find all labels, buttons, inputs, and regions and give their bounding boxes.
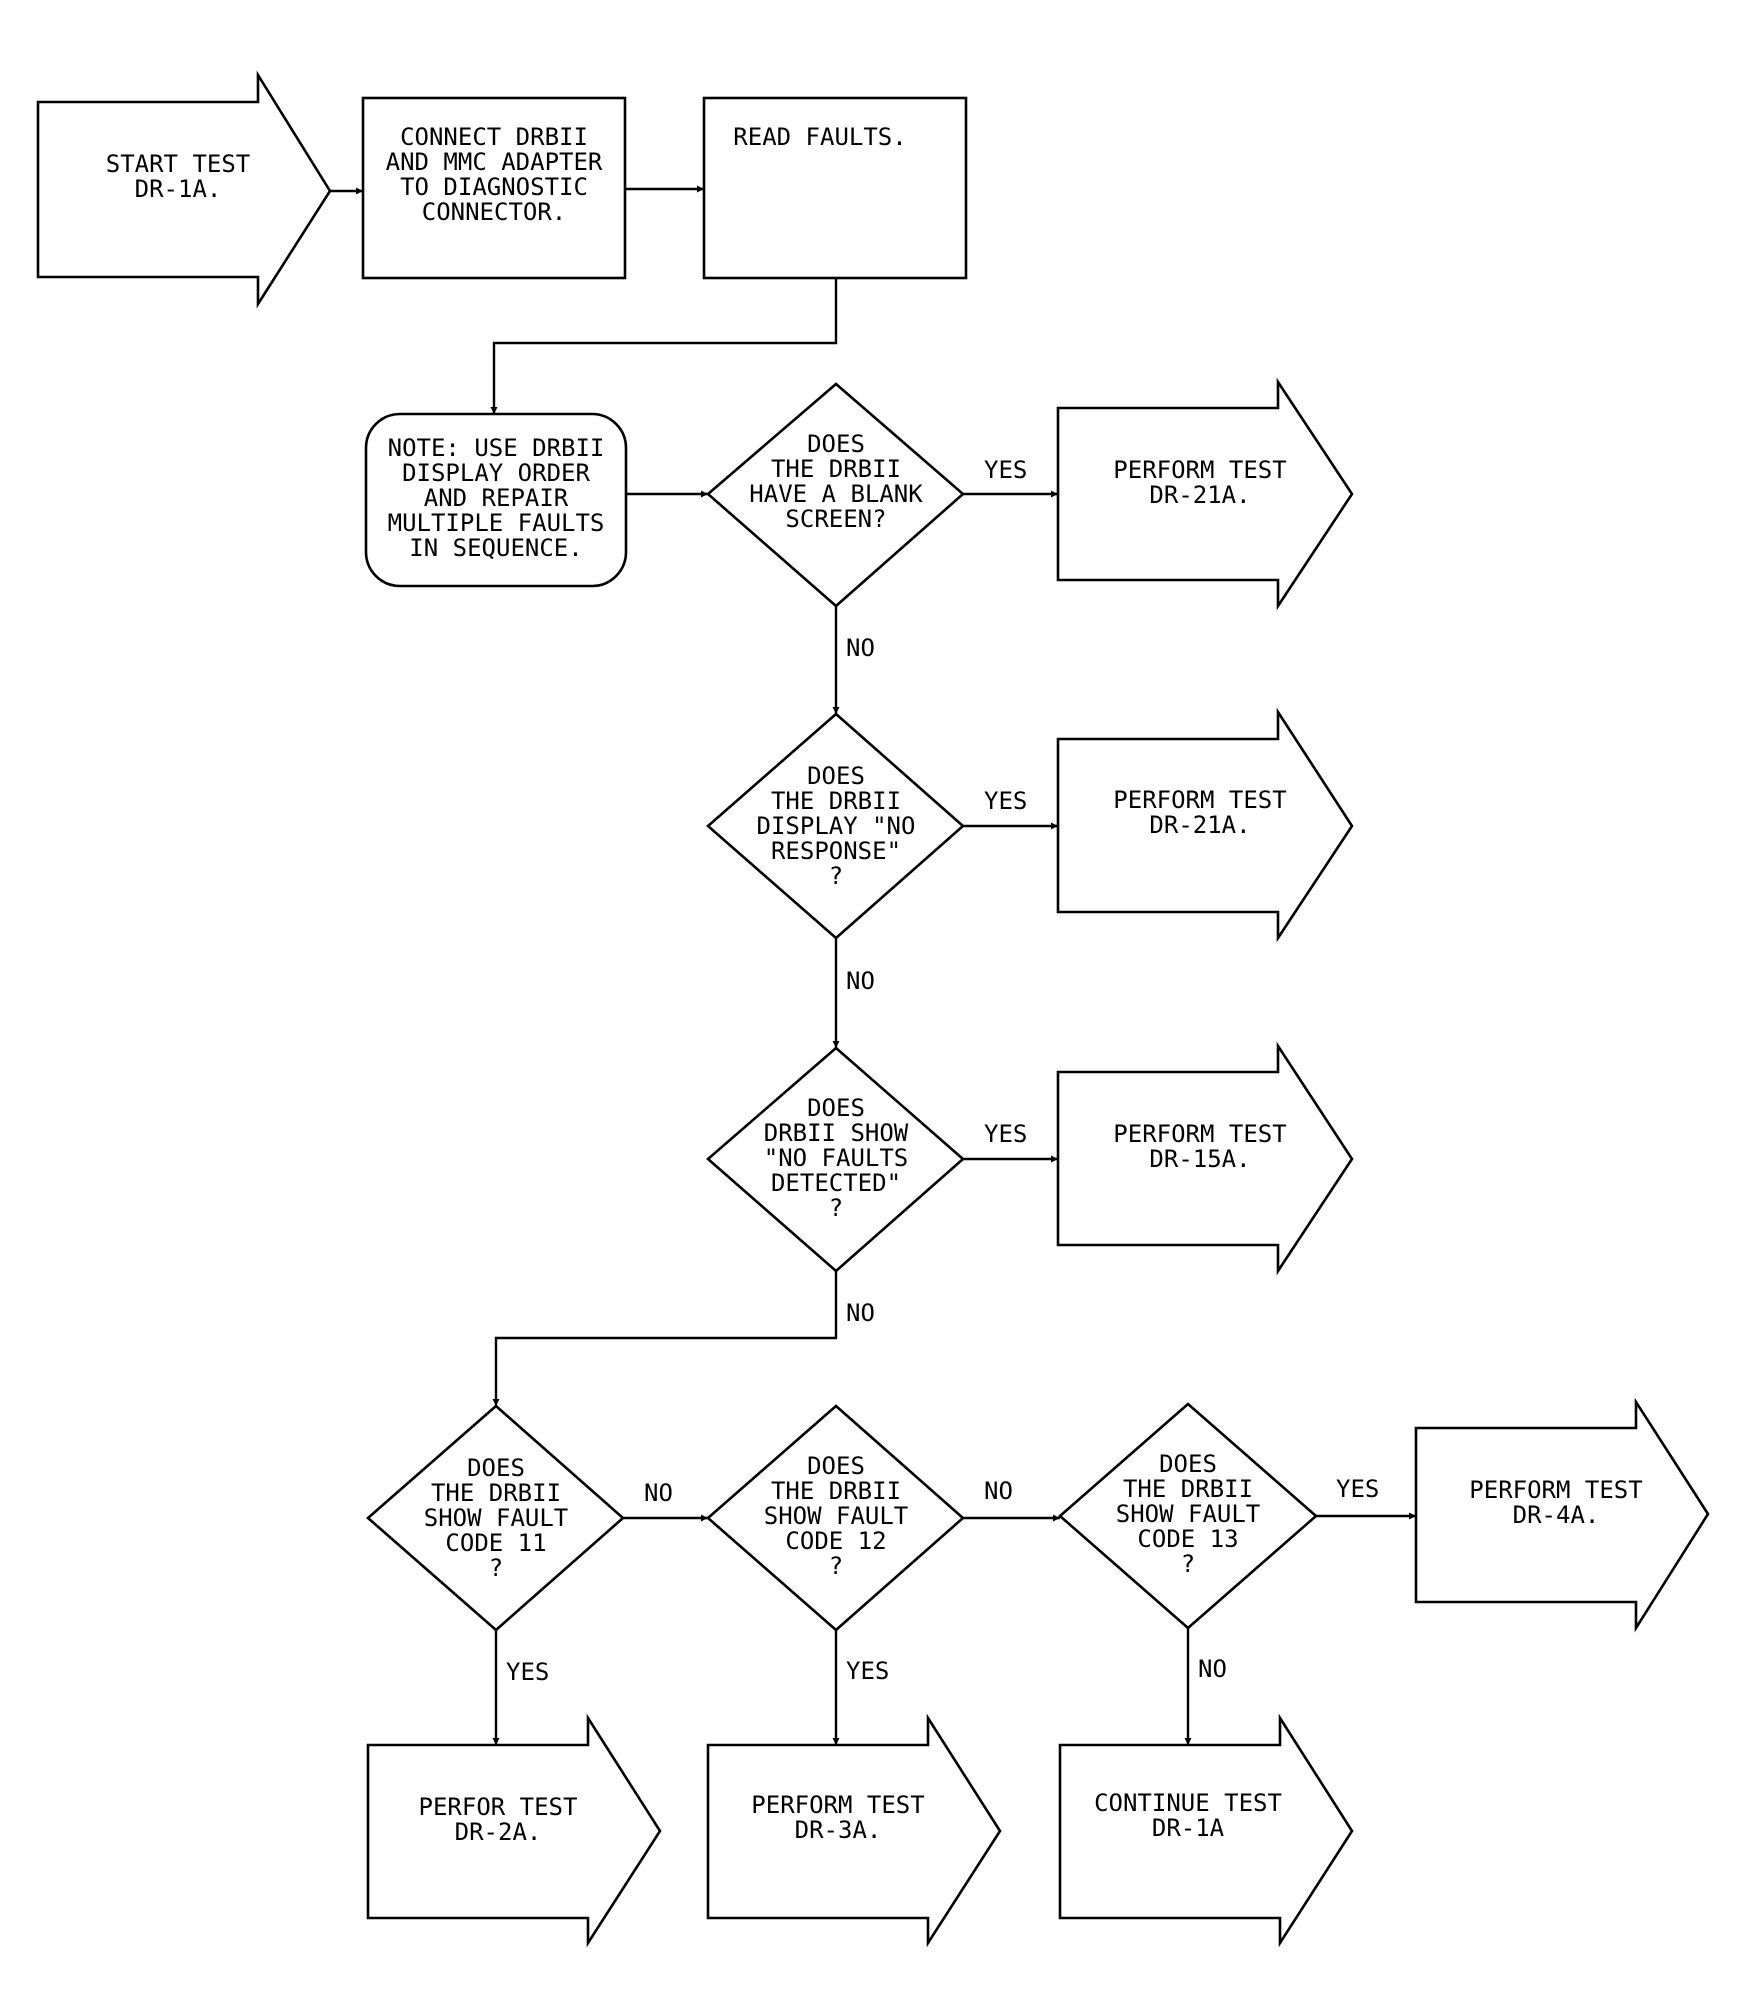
d3-line-3: "NO FAULTS: [764, 1144, 909, 1172]
p6-line-1: PERFORM TEST: [1469, 1476, 1642, 1504]
p3-line-2: DR-15A.: [1149, 1145, 1250, 1173]
c1-line-2: DR-1A: [1152, 1814, 1225, 1842]
connect-line-2: AND MMC ADAPTER: [386, 148, 603, 176]
note-line-5: IN SEQUENCE.: [409, 534, 582, 562]
start-line-2: DR-1A.: [135, 175, 222, 203]
edge-label-d2-no: NO: [846, 967, 875, 995]
d6-line-3: SHOW FAULT: [1116, 1500, 1261, 1528]
p4-line-1: PERFOR TEST: [419, 1793, 578, 1821]
edge-label-d5-no: NO: [984, 1477, 1013, 1505]
d2-line-2: THE DRBII: [771, 787, 901, 815]
start-terminal-arrow: [36, 70, 332, 309]
edge-label-d5-yes: YES: [846, 1657, 889, 1685]
connector-read-to-note: [490, 278, 838, 414]
p5-line-2: DR-3A.: [795, 1816, 882, 1844]
note-line-4: MULTIPLE FAULTS: [388, 509, 605, 537]
d3-line-2: DRBII SHOW: [764, 1119, 909, 1147]
read-line-1: READ FAULTS.: [733, 123, 906, 151]
d5-line-5: ?: [829, 1552, 843, 1580]
edge-label-d4-no: NO: [644, 1479, 673, 1507]
edge-label-d1-yes: YES: [984, 456, 1027, 484]
edge-label-d3-no: NO: [846, 1299, 875, 1327]
p2-line-2: DR-21A.: [1149, 811, 1250, 839]
edge-label-d6-no: NO: [1198, 1655, 1227, 1683]
d4-line-3: SHOW FAULT: [424, 1504, 569, 1532]
d4-line-2: THE DRBII: [431, 1479, 561, 1507]
c1-line-1: CONTINUE TEST: [1094, 1789, 1282, 1817]
d3-line-5: ?: [829, 1194, 843, 1222]
note-line-1: NOTE: USE DRBII: [388, 434, 605, 462]
start-line-1: START TEST: [106, 150, 251, 178]
perform-test-dr4a-arrow: [1414, 1397, 1710, 1633]
d2-line-4: RESPONSE": [771, 837, 901, 865]
edge-label-d2-yes: YES: [984, 787, 1027, 815]
edge-label-d4-yes: YES: [506, 1658, 549, 1686]
d5-line-4: CODE 12: [785, 1527, 886, 1555]
edge-label-d3-yes: YES: [984, 1120, 1027, 1148]
d5-line-1: DOES: [807, 1452, 865, 1480]
p3-line-1: PERFORM TEST: [1113, 1120, 1286, 1148]
d3-line-1: DOES: [807, 1094, 865, 1122]
p5-line-1: PERFORM TEST: [751, 1791, 924, 1819]
connector-d3-no: [492, 1271, 838, 1406]
perform-test-dr21a-arrow-1: [1056, 377, 1354, 611]
d2-line-3: DISPLAY "NO: [757, 812, 916, 840]
connect-process-box: [361, 96, 627, 280]
p6-line-2: DR-4A.: [1513, 1501, 1600, 1529]
p1-line-1: PERFORM TEST: [1113, 456, 1286, 484]
perform-test-dr2a-arrow: [366, 1713, 662, 1948]
note-line-2: DISPLAY ORDER: [402, 459, 590, 487]
p4-line-2: DR-2A.: [455, 1818, 542, 1846]
connect-line-3: TO DIAGNOSTIC: [400, 173, 588, 201]
d4-line-4: CODE 11: [445, 1529, 546, 1557]
perform-test-dr21a-arrow-2: [1056, 707, 1354, 943]
d1-line-3: HAVE A BLANK: [749, 480, 923, 508]
edge-label-d1-no: NO: [846, 634, 875, 662]
d5-line-3: SHOW FAULT: [764, 1502, 909, 1530]
note-line-3: AND REPAIR: [424, 484, 569, 512]
d4-line-5: ?: [489, 1554, 503, 1582]
continue-test-dr1a-arrow: [1058, 1713, 1354, 1948]
d1-line-4: SCREEN?: [785, 505, 886, 533]
d3-line-4: DETECTED": [771, 1169, 901, 1197]
d6-line-2: THE DRBII: [1123, 1475, 1253, 1503]
d1-line-1: DOES: [807, 430, 865, 458]
d6-line-4: CODE 13: [1137, 1525, 1238, 1553]
connect-line-4: CONNECTOR.: [422, 198, 567, 226]
edge-label-d6-yes: YES: [1336, 1475, 1379, 1503]
d2-line-5: ?: [829, 862, 843, 890]
read-faults-text: READ FAULTS.: [733, 123, 906, 151]
p1-line-2: DR-21A.: [1149, 481, 1250, 509]
note-box: [364, 412, 628, 588]
perform-test-dr3a-arrow: [706, 1713, 1002, 1948]
d6-line-1: DOES: [1159, 1450, 1217, 1478]
d5-line-2: THE DRBII: [771, 1477, 901, 1505]
d4-line-1: DOES: [467, 1454, 525, 1482]
d6-line-5: ?: [1181, 1550, 1195, 1578]
d1-line-2: THE DRBII: [771, 455, 901, 483]
p2-line-1: PERFORM TEST: [1113, 786, 1286, 814]
perform-test-dr15a-arrow: [1056, 1041, 1354, 1276]
d2-line-1: DOES: [807, 762, 865, 790]
connect-line-1: CONNECT DRBII: [400, 123, 588, 151]
